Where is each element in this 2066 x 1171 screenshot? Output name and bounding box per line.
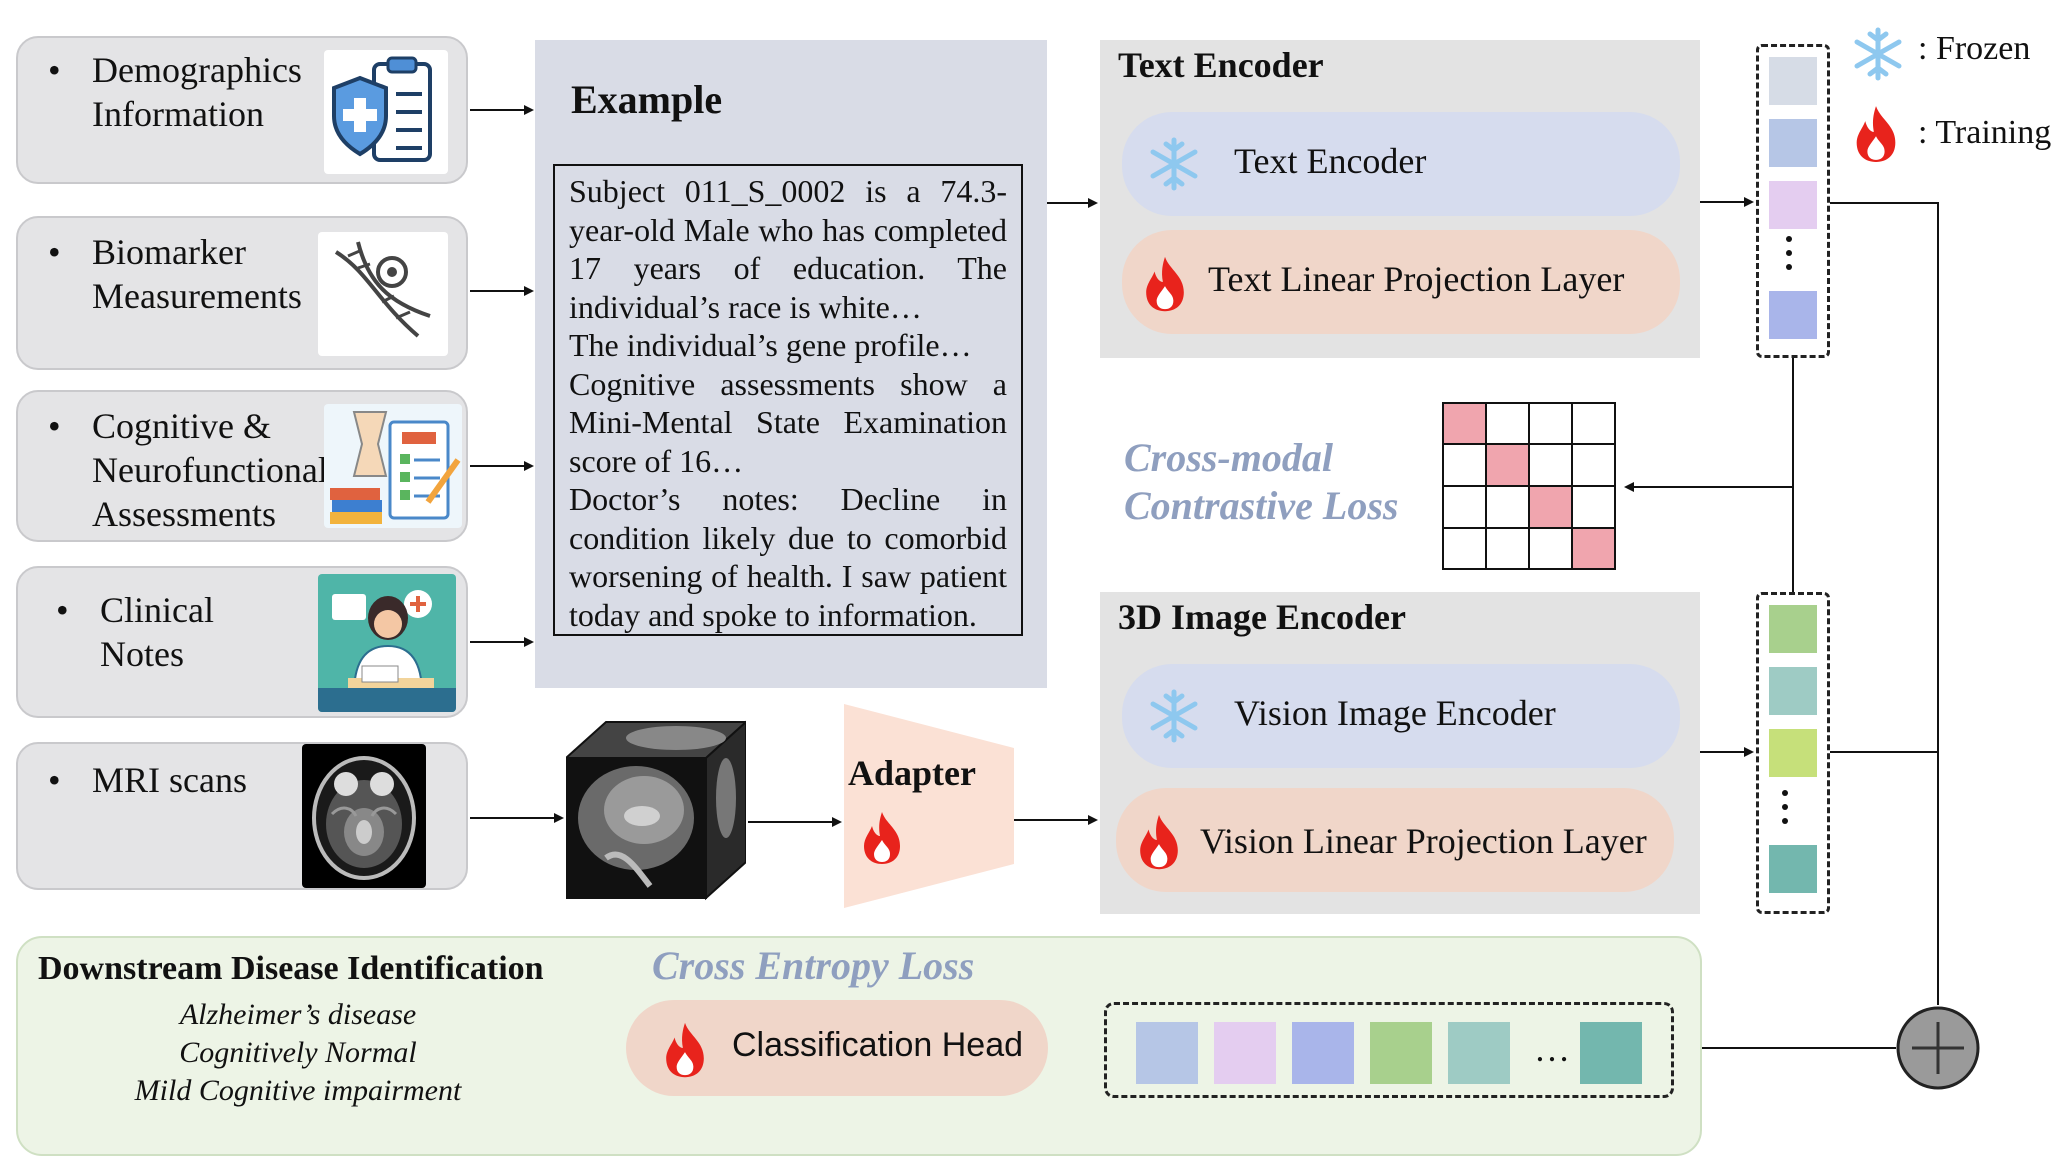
example-paragraph: Doctor’s notes: Decline in condition lik…	[569, 481, 1007, 633]
mri-volume-cube	[566, 718, 746, 902]
cross-entropy-loss-label: Cross Entropy Loss	[652, 943, 975, 988]
example-title: Example	[571, 77, 723, 122]
image-token	[1769, 729, 1817, 777]
adapter-label: Adapter	[848, 753, 976, 793]
similarity-matrix	[1442, 402, 1616, 570]
text-token	[1769, 291, 1817, 339]
text-token	[1769, 57, 1817, 105]
input-demographics: • Demographics Information	[16, 36, 468, 184]
bullet: •	[48, 232, 61, 272]
example-paragraph: The individual’s gene profile…	[569, 327, 972, 363]
vision-encoder-label: Vision Image Encoder	[1234, 693, 1556, 733]
class-list: Alzheimer’s disease Cognitively Normal M…	[108, 996, 488, 1110]
dna-gear-icon	[318, 232, 448, 356]
image-encoder-panel: 3D Image Encoder Vision Image Encoder Vi…	[1100, 592, 1700, 914]
fire-icon	[1136, 812, 1182, 870]
feature-ellipsis: …	[1534, 1029, 1570, 1069]
brain-mri-icon	[302, 744, 426, 888]
adapter: Adapter	[844, 704, 1014, 908]
cross-modal-loss-line: Contrastive Loss	[1124, 483, 1399, 528]
downstream-title: Downstream Disease Identification	[38, 950, 544, 987]
example-paragraph: Cognitive assessments show a Mini-Mental…	[569, 365, 1007, 479]
snowflake-icon	[1146, 688, 1202, 744]
input-label: Cognitive & Neurofunctional Assessments	[92, 406, 328, 534]
example-panel: Example Subject 011_S_0002 is a 74.3-yea…	[535, 40, 1047, 688]
input-cognitive: • Cognitive & Neurofunctional Assessment…	[16, 390, 468, 542]
fire-icon	[860, 810, 904, 864]
image-encoder-title: 3D Image Encoder	[1118, 597, 1406, 637]
exam-checklist-icon	[324, 404, 462, 528]
bullet: •	[48, 50, 61, 90]
input-label: MRI scans	[92, 760, 247, 800]
fused-feature-token	[1292, 1022, 1354, 1084]
classification-head: Classification Head	[626, 1000, 1048, 1096]
text-encoder-title: Text Encoder	[1118, 45, 1324, 85]
text-token	[1769, 181, 1817, 229]
bullet: •	[48, 406, 61, 446]
sum-node	[1896, 1006, 1980, 1090]
legend-training: : Training	[1918, 114, 2052, 151]
fused-feature-box	[1104, 1002, 1674, 1098]
snowflake-icon	[1850, 26, 1906, 82]
text-projection-label: Text Linear Projection Layer	[1208, 259, 1625, 299]
input-clinical-notes: • Clinical Notes	[16, 566, 468, 718]
cross-modal-loss-line: Cross-modal	[1124, 435, 1333, 480]
fused-feature-token	[1370, 1022, 1432, 1084]
fire-icon	[1852, 104, 1900, 162]
fire-icon	[1142, 254, 1188, 312]
fused-feature-token	[1448, 1022, 1510, 1084]
vision-encoder-block: Vision Image Encoder	[1122, 664, 1680, 768]
text-projection-block: Text Linear Projection Layer	[1122, 230, 1680, 334]
image-embedding-column	[1756, 592, 1830, 914]
example-text-box: Subject 011_S_0002 is a 74.3-year-old Ma…	[553, 164, 1023, 636]
fire-icon	[662, 1020, 708, 1078]
snowflake-icon	[1146, 136, 1202, 192]
input-label: Demographics Information	[92, 50, 302, 134]
classification-head-label: Classification Head	[732, 1026, 1024, 1064]
input-label: Biomarker Measurements	[92, 232, 302, 316]
text-encoder-label: Text Encoder	[1234, 141, 1427, 181]
bullet: •	[48, 760, 61, 800]
legend-frozen: : Frozen	[1918, 30, 2031, 67]
vision-projection-label: Vision Linear Projection Layer	[1200, 821, 1647, 861]
text-token	[1769, 119, 1817, 167]
example-paragraph: Subject 011_S_0002 is a 74.3-year-old Ma…	[569, 173, 1007, 325]
input-biomarker: • Biomarker Measurements	[16, 216, 468, 370]
class-label: Cognitively Normal	[179, 1036, 417, 1069]
image-token	[1769, 667, 1817, 715]
class-label: Alzheimer’s disease	[179, 998, 417, 1031]
image-token	[1769, 605, 1817, 653]
image-token	[1769, 845, 1817, 893]
medical-clipboard-icon	[324, 50, 448, 174]
cross-modal-loss-label: Cross-modal Contrastive Loss	[1124, 434, 1398, 530]
fused-feature-token	[1580, 1022, 1642, 1084]
fused-feature-token	[1214, 1022, 1276, 1084]
input-mri: • MRI scans	[16, 742, 468, 890]
bullet: •	[56, 590, 69, 630]
text-encoder-panel: Text Encoder Text Encoder Text Linear Pr…	[1100, 40, 1700, 358]
fused-feature-token	[1136, 1022, 1198, 1084]
text-encoder-block: Text Encoder	[1122, 112, 1680, 216]
class-label: Mild Cognitive impairment	[134, 1074, 462, 1107]
vision-projection-block: Vision Linear Projection Layer	[1116, 788, 1674, 892]
input-label: Clinical Notes	[100, 590, 214, 674]
text-embedding-column	[1756, 44, 1830, 358]
doctor-writing-icon	[318, 574, 456, 712]
